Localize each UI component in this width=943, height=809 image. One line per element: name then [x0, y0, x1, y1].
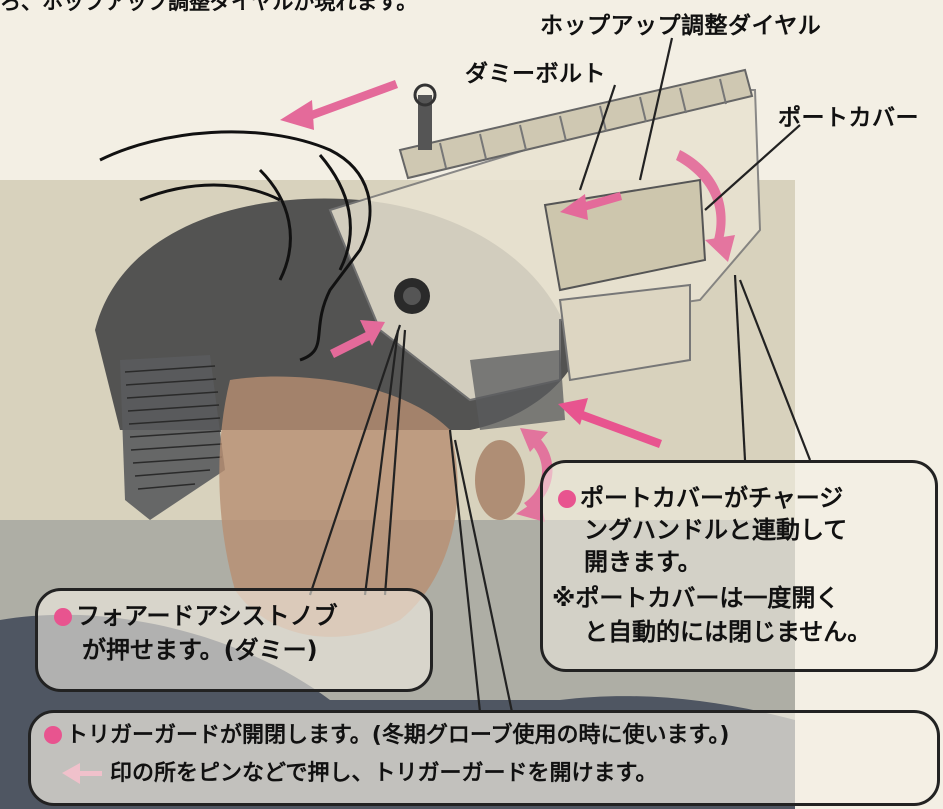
- trigger-guard-callout: [28, 710, 940, 806]
- header-fragment: ろ、ホップアップ調整ダイヤルが現れます。: [0, 0, 418, 14]
- label-dummy-bolt: ダミーボルト: [465, 61, 606, 87]
- trigger-guard-note-line2: 印の所をピンなどで押し、トリガーガードを開けます。: [110, 761, 658, 786]
- magwell: [558, 283, 691, 382]
- trigger-guard-note-line1: トリガーガードが開閉します。(冬期グローブ使用の時に使います。): [44, 720, 729, 752]
- port-cover-note-line2: ングハンドルと連動して: [584, 516, 848, 544]
- trigger-guard-note-text1: トリガーガードが開閉します。(冬期グローブ使用の時に使います。): [66, 723, 730, 748]
- forward-assist-callout: [35, 588, 433, 692]
- port-cover-note-line5: と自動的には閉じません。: [584, 618, 872, 646]
- port-cover-note-line3: 開きます。: [584, 548, 702, 576]
- forward-assist-note-text1: フォアードアシストノブ: [76, 602, 338, 630]
- port-cover-note-line1: ポートカバーがチャージ: [558, 482, 843, 514]
- forward-assist-ring: [403, 287, 421, 305]
- label-port-cover: ポートカバー: [778, 105, 919, 131]
- label-hopup-dial: ホップアップ調整ダイヤル: [540, 13, 822, 39]
- hand-outline-2: [139, 183, 281, 202]
- bullet-dot: [44, 726, 62, 744]
- ear-shape: [475, 440, 525, 520]
- visor-mesh-lines: [124, 365, 223, 490]
- rear-sight-post: [418, 95, 432, 150]
- bolt-arrow: [560, 192, 622, 220]
- trigger-area: [470, 350, 565, 430]
- forward-assist-arrow: [330, 320, 385, 358]
- port-cover-note-text1: ポートカバーがチャージ: [580, 484, 844, 512]
- pull-arrow: [280, 80, 398, 130]
- trigger-guard-press-arrow: [558, 398, 662, 448]
- bullet-dot: [558, 490, 576, 508]
- leader-lines: [308, 37, 812, 713]
- hand-outline: [99, 130, 372, 362]
- forward-assist-note-line1: フォアードアシストノブ: [54, 600, 338, 632]
- port-cover-note-line4: ※ポートカバーは一度開く: [552, 584, 840, 612]
- forward-assist-note-line2: が押せます。(ダミー): [82, 636, 318, 664]
- port-cover-callout: [540, 460, 938, 672]
- rifle-rail: [398, 68, 754, 180]
- rear-sight-aperture: [413, 83, 437, 107]
- bullet-dot: [54, 608, 72, 626]
